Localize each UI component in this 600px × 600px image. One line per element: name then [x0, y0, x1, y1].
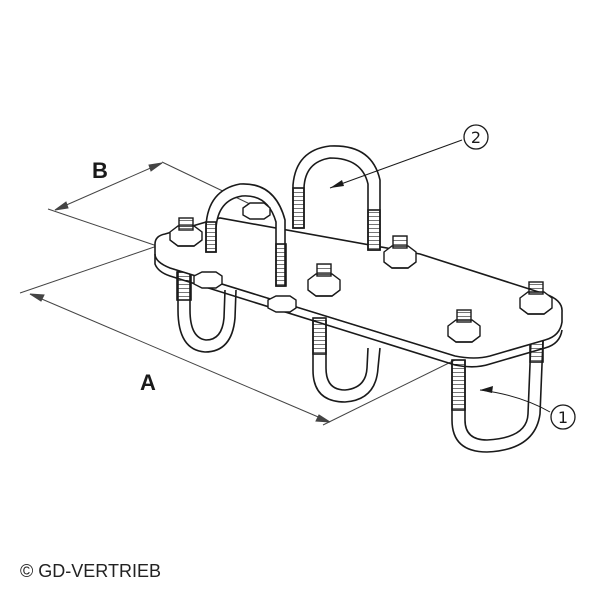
nut — [383, 235, 417, 269]
u-bolt-lower-right — [451, 337, 544, 453]
callout-1: 1 — [479, 386, 576, 430]
dimension-a: A — [19, 244, 456, 426]
nut — [307, 263, 341, 297]
u-bolt-lower-middle — [312, 317, 381, 403]
dimension-a-label: A — [140, 370, 156, 395]
u-bolt-upper-right[interactable] — [292, 145, 381, 251]
dimension-b: B — [47, 158, 253, 248]
nut — [242, 202, 271, 220]
nut — [447, 309, 481, 343]
copyright-notice: © GD-VERTRIEB — [20, 561, 161, 581]
callout-2: 2 — [329, 124, 489, 189]
callout-1-number: 1 — [558, 408, 568, 427]
nut-underside — [193, 271, 297, 313]
callout-2-number: 2 — [471, 128, 481, 147]
nut — [169, 217, 203, 247]
u-bolt-upper-left — [205, 183, 287, 287]
nut — [519, 281, 553, 315]
dimension-b-label: B — [92, 158, 108, 183]
